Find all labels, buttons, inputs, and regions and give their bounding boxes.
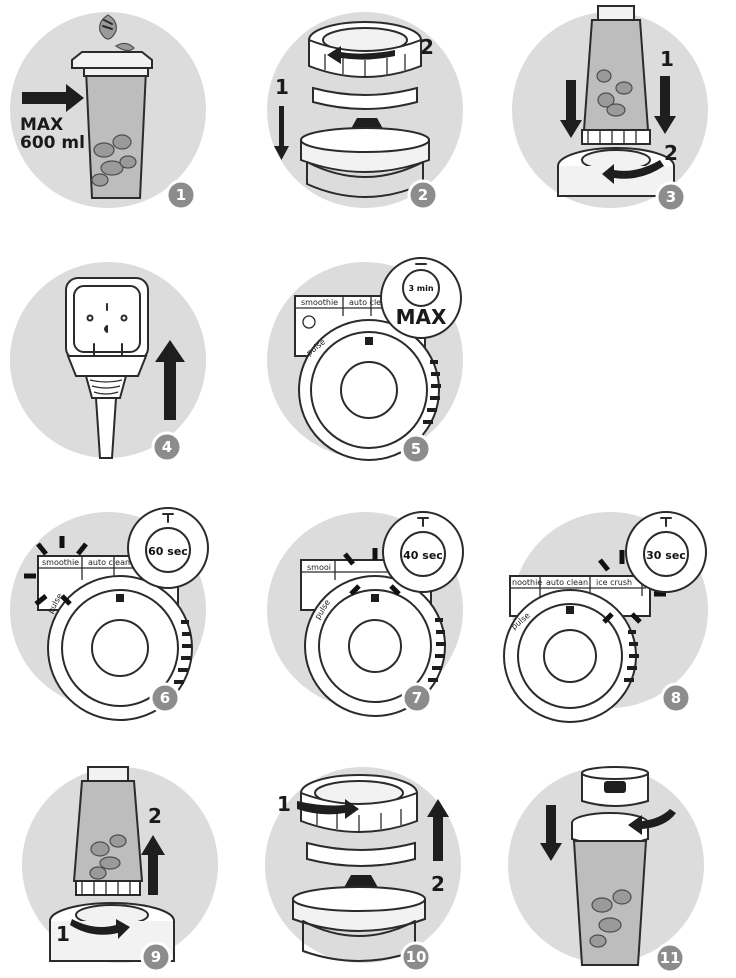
svg-text:10: 10 (406, 948, 427, 966)
step-1-illustration: MAX 600 ml 1 (8, 10, 208, 210)
step-8-illustration: noothie auto clean ice crush pulse 30 se… (510, 510, 710, 710)
step-10: 1 2 10 (263, 765, 463, 965)
step-4-illustration: 4 (8, 260, 208, 460)
wall-socket-icon (66, 278, 148, 360)
step-number-badge: 8 (662, 684, 690, 712)
mode-label-3: ice crush (596, 578, 632, 587)
step-3: 1 2 3 (510, 10, 710, 210)
step-2: 1 2 2 (265, 10, 465, 210)
max-label: MAX (20, 115, 63, 135)
step-7-illustration: smooi pulse 40 sec 7 (265, 510, 465, 710)
mode-label-1: smoothie (301, 298, 338, 307)
lid-icon (582, 767, 648, 806)
step-number-badge: 1 (167, 181, 195, 209)
svg-text:8: 8 (671, 689, 681, 707)
svg-text:1: 1 (176, 186, 186, 204)
arrow-1-label: 1 (277, 792, 291, 816)
arrow-1-label: 1 (275, 75, 289, 99)
svg-text:4: 4 (162, 438, 172, 456)
step-3-illustration: 1 2 3 (510, 10, 710, 210)
step-7: smooi pulse 40 sec 7 (265, 510, 465, 710)
step-9-illustration: 2 1 9 (20, 765, 220, 965)
step-6: smoothie auto clean pulse 60 sec 6 (8, 510, 208, 710)
timer-label: 60 sec (148, 545, 188, 558)
step-10-illustration: 1 2 10 (263, 765, 463, 965)
step-2-illustration: 1 2 2 (265, 10, 465, 210)
arrow-2-label: 2 (420, 35, 434, 59)
volume-label: 600 ml (20, 133, 85, 153)
timer-label: 40 sec (403, 549, 443, 562)
svg-text:9: 9 (151, 948, 161, 966)
mode-label-1: smoothie (42, 558, 79, 567)
mode-label-1: smooi (307, 563, 331, 572)
step-number-badge: 9 (142, 943, 170, 971)
step-8: noothie auto clean ice crush pulse 30 se… (510, 510, 710, 710)
timer-label: 30 sec (646, 549, 686, 562)
step-number-badge: 3 (657, 183, 685, 211)
max-label: MAX (396, 305, 447, 329)
step-number-badge: 2 (409, 181, 437, 209)
step-6-illustration: smoothie auto clean pulse 60 sec 6 (8, 510, 208, 710)
arrow-1-label: 1 (660, 47, 674, 71)
step-1: MAX 600 ml 1 (8, 10, 208, 210)
svg-text:6: 6 (160, 689, 170, 707)
mode-label-2: auto clean (88, 558, 130, 567)
step-number-badge: 11 (656, 944, 684, 972)
step-4: 4 (8, 260, 208, 460)
svg-text:2: 2 (418, 186, 428, 204)
step-number-badge: 4 (153, 433, 181, 461)
svg-text:3: 3 (666, 188, 676, 206)
svg-text:5: 5 (411, 440, 421, 458)
step-11: 11 (506, 765, 706, 965)
step-number-badge: 5 (402, 435, 430, 463)
arrow-2-label: 2 (664, 141, 678, 165)
arrow-2-label: 2 (431, 872, 445, 896)
step-5: smoothie auto clean pulse 3 min MAX 5 (265, 260, 465, 460)
step-number-badge: 7 (403, 684, 431, 712)
arrow-1-label: 1 (56, 922, 70, 946)
mode-label-1: noothie (512, 578, 542, 587)
step-9: 2 1 9 (20, 765, 220, 965)
step-5-illustration: smoothie auto clean pulse 3 min MAX 5 (265, 260, 465, 460)
arrow-2-label: 2 (148, 804, 162, 828)
step-number-badge: 10 (402, 943, 430, 971)
step-11-illustration: 11 (506, 765, 706, 965)
timer-label: 3 min (408, 284, 433, 293)
step-number-badge: 6 (151, 684, 179, 712)
mode-label-2: auto clean (546, 578, 588, 587)
svg-text:7: 7 (412, 689, 422, 707)
svg-text:11: 11 (660, 949, 681, 967)
